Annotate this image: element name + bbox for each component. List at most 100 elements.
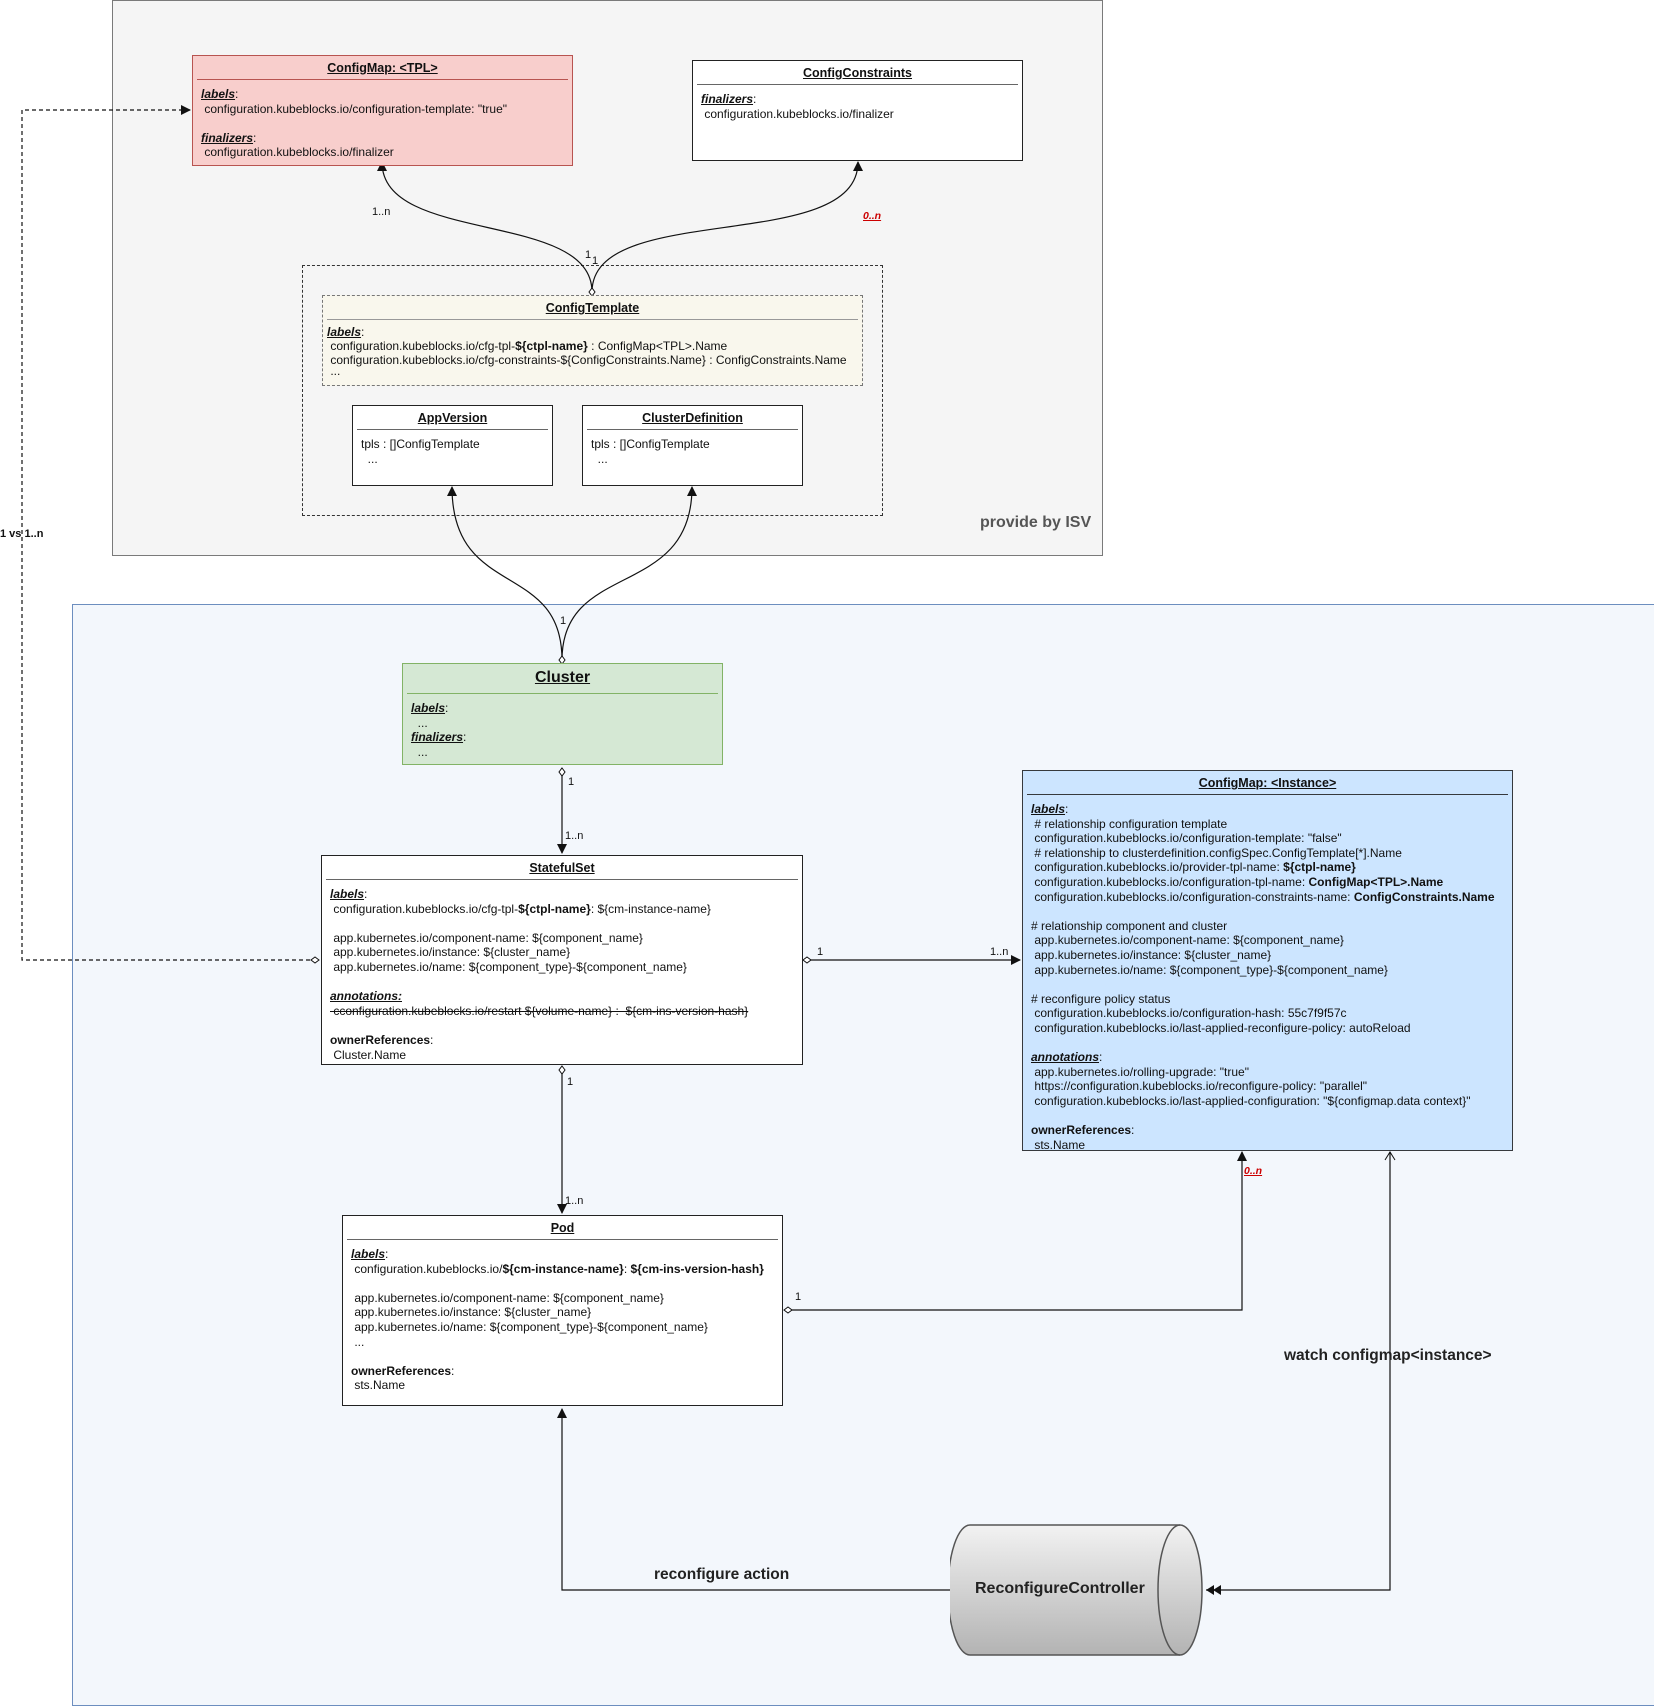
diamond-template	[588, 287, 596, 297]
cmi-owner-line: sts.Name	[1031, 1137, 1086, 1152]
sts-annotations-key: annotations:	[330, 989, 402, 1004]
ct-line2: configuration.kubeblocks.io/cfg-constrai…	[327, 353, 847, 367]
sts-annotation-line: cconfiguration.kubeblocks.io/restart ${v…	[330, 1003, 749, 1018]
av-line1: tpls : []ConfigTemplate	[361, 437, 480, 451]
configmap-instance-box: ConfigMap: <Instance> labels: # relation…	[1022, 770, 1513, 1152]
config-constraints-box: ConfigConstraints finalizers: configurat…	[692, 60, 1023, 161]
cmi-line4: configuration.kubeblocks.io/provider-tpl…	[1031, 860, 1356, 875]
edge-label-cluster-sts-many: 1..n	[565, 830, 584, 842]
cluster-finalizers-line: ...	[411, 744, 428, 759]
cc-finalizers-line: configuration.kubeblocks.io/finalizer	[701, 106, 894, 121]
sts-line1: configuration.kubeblocks.io/cfg-tpl-${ct…	[330, 901, 711, 916]
pod-line4: app.kubernetes.io/name: ${component_type…	[351, 1319, 708, 1334]
edge-label-sts-cm-one: 1	[817, 946, 824, 958]
edge-label-sts-pod-many: 1..n	[565, 1195, 584, 1207]
isv-region-label: provide by ISV	[980, 514, 1092, 531]
cmi-owner-key: ownerReferences	[1031, 1123, 1132, 1138]
cmi-line7: # relationship component and cluster	[1031, 918, 1228, 933]
cmi-labels-key: labels	[1031, 802, 1066, 816]
reconfigure-controller-cylinder	[950, 1524, 1203, 1656]
edge-label-reconfigure: reconfigure action	[654, 1566, 790, 1583]
edge-label-sts-vs: 1 vs 1..n	[0, 528, 44, 540]
cmi-line11: # reconfigure policy status	[1031, 991, 1171, 1006]
edge-sts-to-tpl-dashed	[21, 105, 317, 961]
cmi-line12: configuration.kubeblocks.io/configuratio…	[1031, 1006, 1347, 1021]
config-template-box: ConfigTemplate labels: configuration.kub…	[322, 295, 863, 386]
statefulset-title: StatefulSet	[326, 856, 798, 880]
statefulset-box: StatefulSet labels: configuration.kubebl…	[321, 855, 803, 1065]
configmap-tpl-box: ConfigMap: <TPL> labels: configuration.k…	[192, 55, 573, 166]
ct-line1: configuration.kubeblocks.io/cfg-tpl-${ct…	[327, 339, 728, 353]
config-constraints-title: ConfigConstraints	[697, 61, 1018, 85]
pod-labels-key: labels	[351, 1247, 386, 1261]
cmi-line8: app.kubernetes.io/component-name: ${comp…	[1031, 933, 1344, 948]
reconfigure-controller-label: ReconfigureController	[975, 1580, 1145, 1597]
pod-line2: app.kubernetes.io/component-name: ${comp…	[351, 1290, 664, 1305]
cluster-definition-title: ClusterDefinition	[587, 406, 798, 430]
diamond-cluster-top	[558, 655, 566, 665]
cd-line1: tpls : []ConfigTemplate	[591, 437, 710, 451]
pod-line3: app.kubernetes.io/instance: ${cluster_na…	[351, 1305, 592, 1320]
cmi-ann2: https://configuration.kubeblocks.io/reco…	[1031, 1079, 1368, 1094]
tpl-labels-line: configuration.kubeblocks.io/configuratio…	[201, 101, 508, 116]
cluster-title: Cluster	[407, 664, 718, 694]
cmi-line5: configuration.kubeblocks.io/configuratio…	[1031, 874, 1444, 889]
edge-pod-to-cm-instance	[786, 1151, 1247, 1311]
cmi-line10: app.kubernetes.io/name: ${component_type…	[1031, 962, 1388, 977]
edge-label-watch: watch configmap<instance>	[1284, 1347, 1492, 1364]
sts-owner-line: Cluster.Name	[330, 1047, 407, 1062]
diamond-pod-right	[783, 1306, 793, 1314]
tpl-labels-key: labels	[201, 87, 236, 101]
cluster-labels-line: ...	[411, 715, 428, 730]
crowfoot-cm-instance	[1384, 1151, 1396, 1161]
cluster-labels-key: labels	[411, 701, 446, 715]
edge-cluster-to-clusterdef	[561, 486, 697, 661]
edge-label-cluster-one: 1	[560, 615, 567, 627]
template-group	[302, 265, 883, 516]
config-template-title: ConfigTemplate	[327, 296, 858, 320]
edge-cluster-to-appversion	[447, 486, 563, 661]
cmi-line1: # relationship configuration template	[1031, 816, 1228, 831]
ct-line3: ...	[327, 364, 341, 378]
edge-label-ct-one-a: 1	[585, 249, 592, 261]
edge-label-pod-cm-one: 1	[795, 1291, 802, 1303]
cmi-ann3: configuration.kubeblocks.io/last-applied…	[1031, 1093, 1471, 1108]
tpl-finalizers-key: finalizers	[201, 130, 254, 145]
edge-label-constraints-many: 0..n	[863, 210, 882, 222]
configmap-tpl-title: ConfigMap: <TPL>	[197, 56, 568, 80]
cluster-box: Cluster labels: ... finalizers: ...	[402, 663, 723, 765]
pod-line1: configuration.kubeblocks.io/${cm-instanc…	[351, 1261, 764, 1276]
cc-finalizers-key: finalizers	[701, 92, 754, 106]
sts-owner-key: ownerReferences	[330, 1032, 431, 1047]
tpl-finalizers-line: configuration.kubeblocks.io/finalizer	[201, 145, 394, 160]
app-version-box: AppVersion tpls : []ConfigTemplate ...	[352, 405, 553, 486]
diamond-cluster-bottom	[558, 767, 566, 777]
diamond-sts-bottom	[558, 1065, 566, 1075]
pod-title: Pod	[347, 1216, 778, 1240]
pod-line5: ...	[351, 1334, 365, 1349]
edge-label-tpl-many: 1..n	[372, 206, 391, 218]
cmi-line6: configuration.kubeblocks.io/configuratio…	[1031, 889, 1495, 904]
diamond-sts-left	[310, 956, 320, 964]
cmi-line9: app.kubernetes.io/instance: ${cluster_na…	[1031, 947, 1272, 962]
ct-labels-key: labels	[327, 325, 362, 339]
sts-line4: app.kubernetes.io/name: ${component_type…	[330, 959, 687, 974]
edge-template-to-constraints	[591, 161, 863, 293]
edge-template-to-tpl	[377, 161, 593, 293]
av-line2: ...	[361, 451, 378, 466]
sts-line3: app.kubernetes.io/instance: ${cluster_na…	[330, 945, 571, 960]
edge-label-sts-pod-one: 1	[567, 1076, 574, 1088]
cmi-line13: configuration.kubeblocks.io/last-applied…	[1031, 1020, 1411, 1035]
edge-reconfigure-action	[557, 1408, 952, 1591]
cluster-finalizers-key: finalizers	[411, 730, 464, 745]
cmi-ann1: app.kubernetes.io/rolling-upgrade: "true…	[1031, 1064, 1249, 1079]
cmi-line2: configuration.kubeblocks.io/configuratio…	[1031, 831, 1342, 846]
edge-label-pod-cm-many: 0..n	[1244, 1165, 1263, 1177]
configmap-instance-title: ConfigMap: <Instance>	[1027, 771, 1508, 795]
edge-label-ct-one-b: 1	[592, 255, 599, 267]
pod-owner-line: sts.Name	[351, 1378, 406, 1393]
pod-box: Pod labels: configuration.kubeblocks.io/…	[342, 1215, 783, 1406]
edge-watch	[1206, 1152, 1391, 1595]
